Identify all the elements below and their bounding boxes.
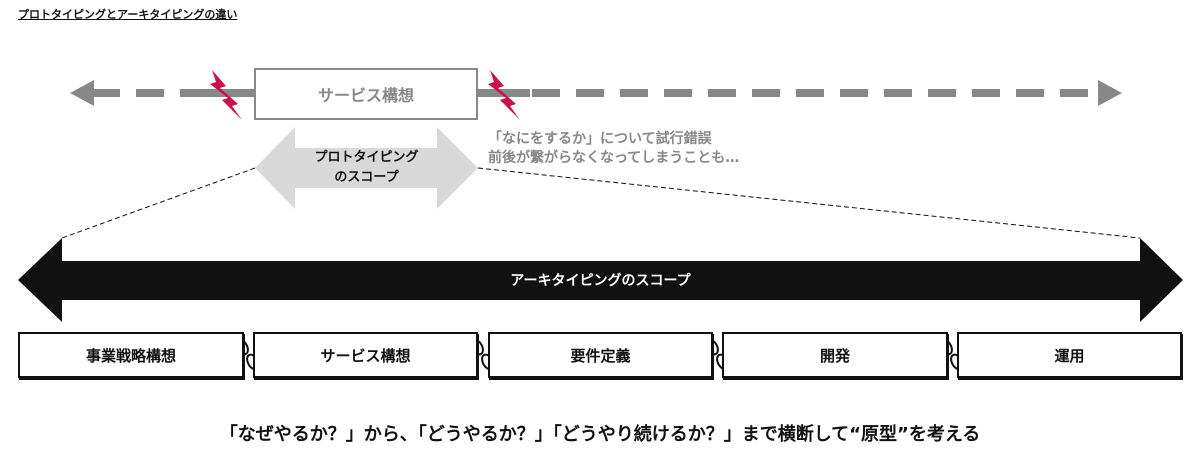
archetyping-scope-label: アーキタイピングのスコープ	[510, 273, 691, 289]
arrow-left-head	[70, 80, 94, 106]
lightning-icon	[210, 70, 242, 120]
scope-guide-line	[477, 167, 1141, 239]
note-line2: 前後が繋がらなくなってしまうことも…	[488, 150, 740, 166]
archetyping-scope-arrow	[18, 238, 1183, 322]
phase-development: 開発	[722, 332, 948, 378]
service-concept-box: サービス構想	[254, 68, 478, 120]
diagram-title: プロトタイピングとアーキタイピングの違い	[18, 8, 238, 21]
prototyping-scope-label: プロトタイピング のスコープ	[255, 148, 478, 188]
prototyping-scope-line2: のスコープ	[334, 170, 399, 185]
prototyping-scope-line1: プロトタイピング	[314, 150, 419, 165]
scope-guide-line	[61, 167, 256, 239]
prototyping-scope-arrow	[255, 127, 478, 209]
phase-business-strategy: 事業戦略構想	[18, 332, 244, 378]
phase-operation: 運用	[957, 332, 1182, 378]
phase-requirements: 要件定義	[488, 332, 713, 378]
lightning-icon	[488, 70, 520, 120]
note-line1: 「なにをするか」について試行錯誤	[488, 131, 712, 147]
phase-service-concept: サービス構想	[253, 332, 478, 378]
note: 「なにをするか」について試行錯誤 前後が繋がらなくなってしまうことも…	[488, 130, 739, 168]
summary-caption: 「なぜやるか？」から、「どうやるか？」「どうやり続けるか？」まで横断して“原型”…	[219, 424, 981, 445]
arrow-right-head	[1098, 80, 1122, 106]
